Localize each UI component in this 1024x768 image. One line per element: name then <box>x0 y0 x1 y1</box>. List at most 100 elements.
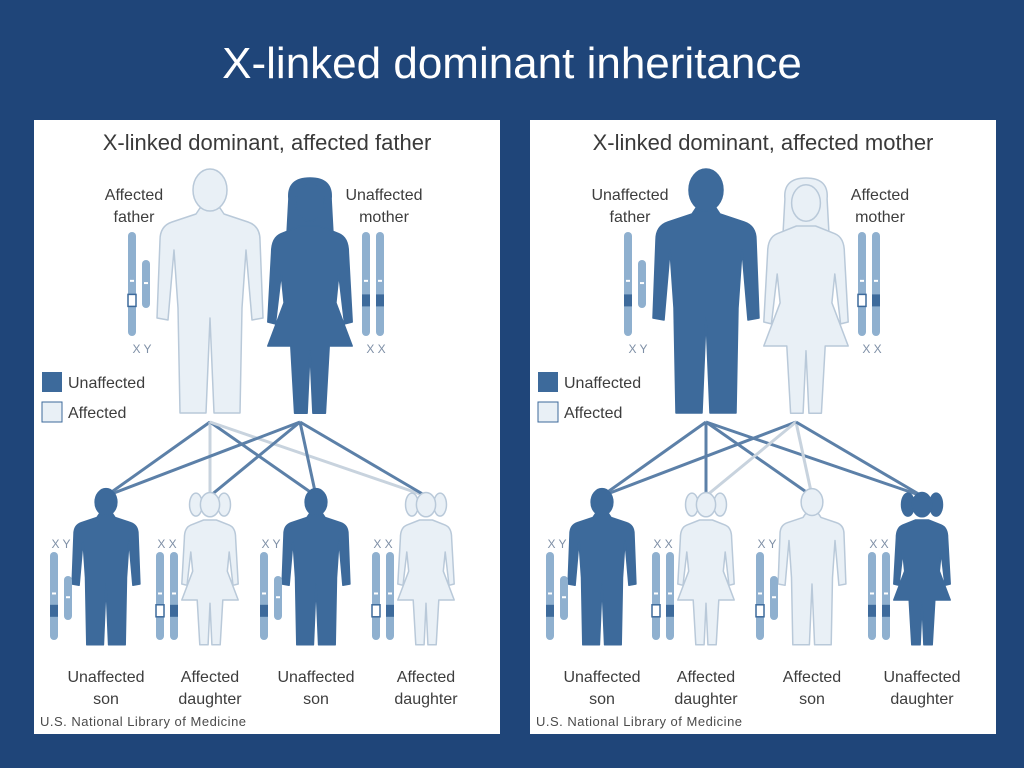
mother-label: mother <box>855 209 905 226</box>
mother-figure <box>267 177 353 414</box>
mother-label: mother <box>359 209 409 226</box>
connector-line <box>209 420 427 498</box>
mother-chromosome-label: X X <box>862 342 881 356</box>
father-chromosomes <box>624 232 646 336</box>
father-label: father <box>610 209 652 226</box>
legend-label-affected: Affected <box>68 405 126 422</box>
child-label: Affected <box>397 669 455 686</box>
child-chromosome-label: X Y <box>261 537 280 551</box>
panel-title: X-linked dominant, affected father <box>103 130 432 155</box>
child-4: X X Affected daughter <box>371 491 458 708</box>
daughter-figure <box>893 491 951 646</box>
child-chromosomes <box>155 552 178 640</box>
child-3: X Y Unaffected son <box>260 487 355 708</box>
connector-line <box>601 420 797 498</box>
child-label: Unaffected <box>67 669 144 686</box>
son-figure <box>71 487 141 646</box>
legend-label-affected: Affected <box>564 405 622 422</box>
child-chromosomes <box>755 552 778 640</box>
child-chromosomes <box>371 552 394 640</box>
child-label: daughter <box>674 691 738 708</box>
child-label: son <box>799 691 825 708</box>
parent-father: Affected father X Y <box>105 168 264 414</box>
pedigree-diagram-affected-father: X-linked dominant, affected father Affec… <box>40 130 458 729</box>
connector-line <box>705 420 813 498</box>
father-figure <box>156 168 264 414</box>
connector-line <box>795 420 923 498</box>
child-2: X X Affected daughter <box>155 491 242 708</box>
daughter-figure <box>677 491 735 646</box>
father-label: father <box>114 209 156 226</box>
child-chromosome-label: X X <box>869 537 888 551</box>
daughter-figure <box>181 491 239 646</box>
legend: Unaffected Affected <box>41 372 145 423</box>
child-chromosome-label: X Y <box>757 537 776 551</box>
slide-title: X-linked dominant inheritance <box>222 39 802 88</box>
child-label: daughter <box>394 691 458 708</box>
connector-line <box>105 420 301 498</box>
legend-swatch-unaffected <box>42 372 62 392</box>
mother-chromosomes <box>857 232 880 336</box>
legend-swatch-affected <box>41 401 63 423</box>
mother-label: Unaffected <box>345 187 422 204</box>
son-figure <box>777 487 847 646</box>
child-label: Unaffected <box>277 669 354 686</box>
connector-line <box>299 420 427 498</box>
son-figure <box>281 487 351 646</box>
connector-line <box>705 420 923 498</box>
panel-affected-father: X-linked dominant, affected father Affec… <box>34 120 500 734</box>
legend: Unaffected Affected <box>537 372 641 423</box>
parent-mother: Unaffected mother X X <box>267 177 423 414</box>
child-chromosomes <box>651 552 674 640</box>
child-label: Unaffected <box>883 669 960 686</box>
parent-father: Unaffected father X Y <box>591 168 760 414</box>
father-chromosome-label: X Y <box>628 342 647 356</box>
child-chromosome-label: X Y <box>51 537 70 551</box>
child-chromosomes <box>50 552 72 640</box>
child-chromosome-label: X Y <box>547 537 566 551</box>
child-label: son <box>589 691 615 708</box>
child-label: son <box>303 691 329 708</box>
mother-chromosome-label: X X <box>366 342 385 356</box>
mother-figure <box>763 177 849 414</box>
connector-line <box>298 421 318 497</box>
father-chromosome-label: X Y <box>132 342 151 356</box>
father-label: Unaffected <box>591 187 668 204</box>
child-chromosome-label: X X <box>653 537 672 551</box>
panel-affected-mother: X-linked dominant, affected mother Unaff… <box>530 120 996 734</box>
child-label: daughter <box>890 691 954 708</box>
child-chromosomes <box>260 552 282 640</box>
child-label: Affected <box>181 669 239 686</box>
legend-swatch-unaffected <box>538 372 558 392</box>
daughter-figure <box>397 491 455 646</box>
connector-line <box>209 420 301 498</box>
connector-lines <box>601 420 923 498</box>
father-chromosomes <box>127 232 150 336</box>
parent-mother: Affected mother X X <box>763 177 909 414</box>
child-2: X X Affected daughter <box>651 491 738 708</box>
child-3: X Y Affected son <box>755 487 847 708</box>
child-label: Affected <box>783 669 841 686</box>
father-label: Affected <box>105 187 163 204</box>
child-label: Affected <box>677 669 735 686</box>
child-chromosome-label: X X <box>157 537 176 551</box>
pedigree-diagram-affected-mother: X-linked dominant, affected mother Unaff… <box>536 130 961 729</box>
credit-text: U.S. National Library of Medicine <box>40 714 247 729</box>
child-1: X Y Unaffected son <box>50 487 145 708</box>
child-label: Unaffected <box>563 669 640 686</box>
child-chromosomes <box>868 552 890 640</box>
legend-swatch-affected <box>537 401 559 423</box>
child-1: X Y Unaffected son <box>546 487 641 708</box>
son-figure <box>567 487 637 646</box>
panel-title: X-linked dominant, affected mother <box>593 130 934 155</box>
connector-line <box>794 421 814 497</box>
child-4: X X Unaffected daughter <box>868 491 961 708</box>
connector-line <box>705 420 797 498</box>
connector-line <box>105 420 211 498</box>
connector-line <box>601 420 707 498</box>
child-label: son <box>93 691 119 708</box>
child-label: daughter <box>178 691 242 708</box>
mother-label: Affected <box>851 187 909 204</box>
connector-line <box>209 420 317 498</box>
child-chromosome-label: X X <box>373 537 392 551</box>
